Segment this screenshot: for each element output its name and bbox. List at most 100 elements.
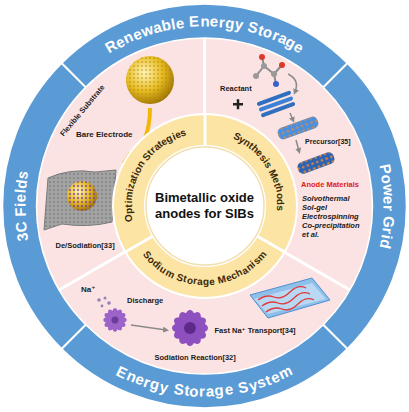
ring-glyph: w bbox=[139, 21, 155, 39]
ring-glyph: r bbox=[380, 227, 396, 235]
ring-glyph: y bbox=[233, 16, 244, 32]
ring-glyph: y bbox=[247, 376, 259, 393]
ring-glyph: t bbox=[145, 148, 154, 157]
ring-glyph: S bbox=[246, 19, 260, 36]
ring-glyph: e bbox=[270, 176, 281, 185]
topic-ring bbox=[113, 114, 297, 298]
ring-glyph: d bbox=[13, 178, 29, 189]
ring-glyph: o bbox=[379, 173, 395, 184]
ring-glyph: e bbox=[292, 38, 307, 55]
ring-divider bbox=[323, 62, 348, 87]
ring-glyph: m bbox=[255, 249, 268, 262]
ring-glyph: g bbox=[224, 15, 235, 31]
ring-glyph: z bbox=[126, 183, 137, 190]
flexible-substrate bbox=[44, 170, 116, 230]
ring-divider bbox=[323, 325, 348, 350]
ring-glyph: e bbox=[173, 129, 182, 140]
ring-glyph: c bbox=[229, 270, 238, 281]
ring-label: 3C Fields bbox=[5, 160, 38, 253]
ring-glyph: o bbox=[186, 275, 194, 286]
ring-glyph: t bbox=[272, 182, 283, 188]
ring-glyph: a bbox=[127, 177, 138, 186]
application-ring bbox=[3, 4, 407, 408]
reactant-molecule bbox=[253, 54, 285, 87]
ring-glyph: s bbox=[275, 205, 285, 211]
ring-glyph: e bbox=[175, 15, 185, 31]
anode-rod bbox=[296, 151, 336, 175]
ring-glyph: P bbox=[377, 162, 394, 175]
ring-glyph: e bbox=[224, 272, 232, 283]
ring-glyph: n bbox=[244, 261, 255, 273]
ring-glyph: t bbox=[156, 139, 165, 149]
ring-glyph: s bbox=[14, 169, 30, 180]
ring-glyph: l bbox=[170, 16, 177, 31]
ring-glyph: M bbox=[216, 274, 226, 286]
ring-glyph: i bbox=[125, 188, 135, 193]
ring-glyph: t bbox=[123, 204, 133, 207]
ring-glyph: t bbox=[247, 141, 256, 151]
ring-glyph: h bbox=[249, 143, 260, 155]
ring-glyph: d bbox=[150, 258, 161, 270]
ring-glyph: g bbox=[214, 383, 224, 399]
part-label: Bare Electrode bbox=[76, 130, 132, 140]
ring-glyph: M bbox=[267, 168, 280, 180]
ring-glyph: g bbox=[164, 133, 174, 145]
ring-glyph: e bbox=[12, 193, 27, 202]
ring-glyph: i bbox=[249, 260, 258, 269]
part-label: Sodiation Reaction[32] bbox=[155, 353, 236, 362]
ring-glyph bbox=[232, 381, 239, 396]
ring-glyph: t bbox=[183, 382, 189, 397]
ring-glyph bbox=[12, 217, 27, 222]
ring-glyph: g bbox=[203, 277, 209, 287]
part-label: Solvothermal Sol-gel Electrospinning Co-… bbox=[302, 194, 364, 239]
ring-glyph: e bbox=[224, 381, 234, 397]
ring-glyph: o bbox=[274, 192, 285, 199]
ring-glyph bbox=[382, 211, 397, 216]
ring-glyph: F bbox=[12, 207, 27, 217]
ring-glyph: S bbox=[237, 379, 250, 396]
ring-glyph bbox=[242, 18, 249, 34]
ring-label: Renewable Energy Storage bbox=[96, 6, 314, 62]
ring-glyph: e bbox=[268, 369, 281, 386]
ring-glyph: a bbox=[151, 141, 162, 152]
ring-glyph: S bbox=[141, 151, 153, 163]
ring-glyph: S bbox=[173, 381, 185, 397]
large-flower bbox=[171, 309, 209, 347]
ring-divider bbox=[124, 236, 153, 253]
ring-glyph: d bbox=[275, 199, 285, 206]
ring-glyph: u bbox=[158, 264, 169, 276]
ring-glyph bbox=[168, 380, 175, 396]
ring-glyph: e bbox=[130, 25, 143, 42]
ring-glyph: S bbox=[231, 131, 241, 143]
plus-sign bbox=[233, 99, 243, 109]
ring-divider bbox=[256, 236, 285, 253]
ring-glyph: s bbox=[179, 127, 187, 138]
sector-dividers bbox=[58, 37, 351, 291]
ring-glyph: r bbox=[218, 14, 225, 29]
ring-glyph: o bbox=[145, 254, 156, 265]
ring-glyph: o bbox=[132, 165, 144, 175]
ion-transport-layers bbox=[250, 278, 330, 318]
precursor-rod bbox=[276, 115, 320, 141]
part-label: Precursor[35] bbox=[305, 138, 351, 146]
ring-glyph: a bbox=[276, 30, 290, 47]
ring-glyph: a bbox=[197, 277, 203, 287]
ring-glyph: t bbox=[129, 173, 140, 180]
ring-glyph: n bbox=[124, 367, 138, 384]
ring-glyph: o bbox=[189, 383, 199, 398]
ring-glyph: R bbox=[102, 37, 119, 55]
ring-glyph: i bbox=[130, 171, 140, 178]
process-arrow bbox=[290, 113, 293, 120]
part-label: De/Sodiation[33] bbox=[56, 241, 115, 250]
center-circle: Bimetallic oxide anodes for SIBs bbox=[145, 146, 265, 266]
ring-divider bbox=[203, 113, 206, 146]
ring-glyph: S bbox=[175, 272, 185, 284]
ring-glyph: a bbox=[151, 19, 163, 36]
ring-glyph: h bbox=[234, 268, 244, 280]
ring-glyph: e bbox=[382, 196, 397, 205]
sodium-ions bbox=[97, 297, 111, 308]
part-label: Fast Na⁺ Transport[34] bbox=[215, 326, 296, 335]
ring-glyph: i bbox=[379, 233, 394, 240]
